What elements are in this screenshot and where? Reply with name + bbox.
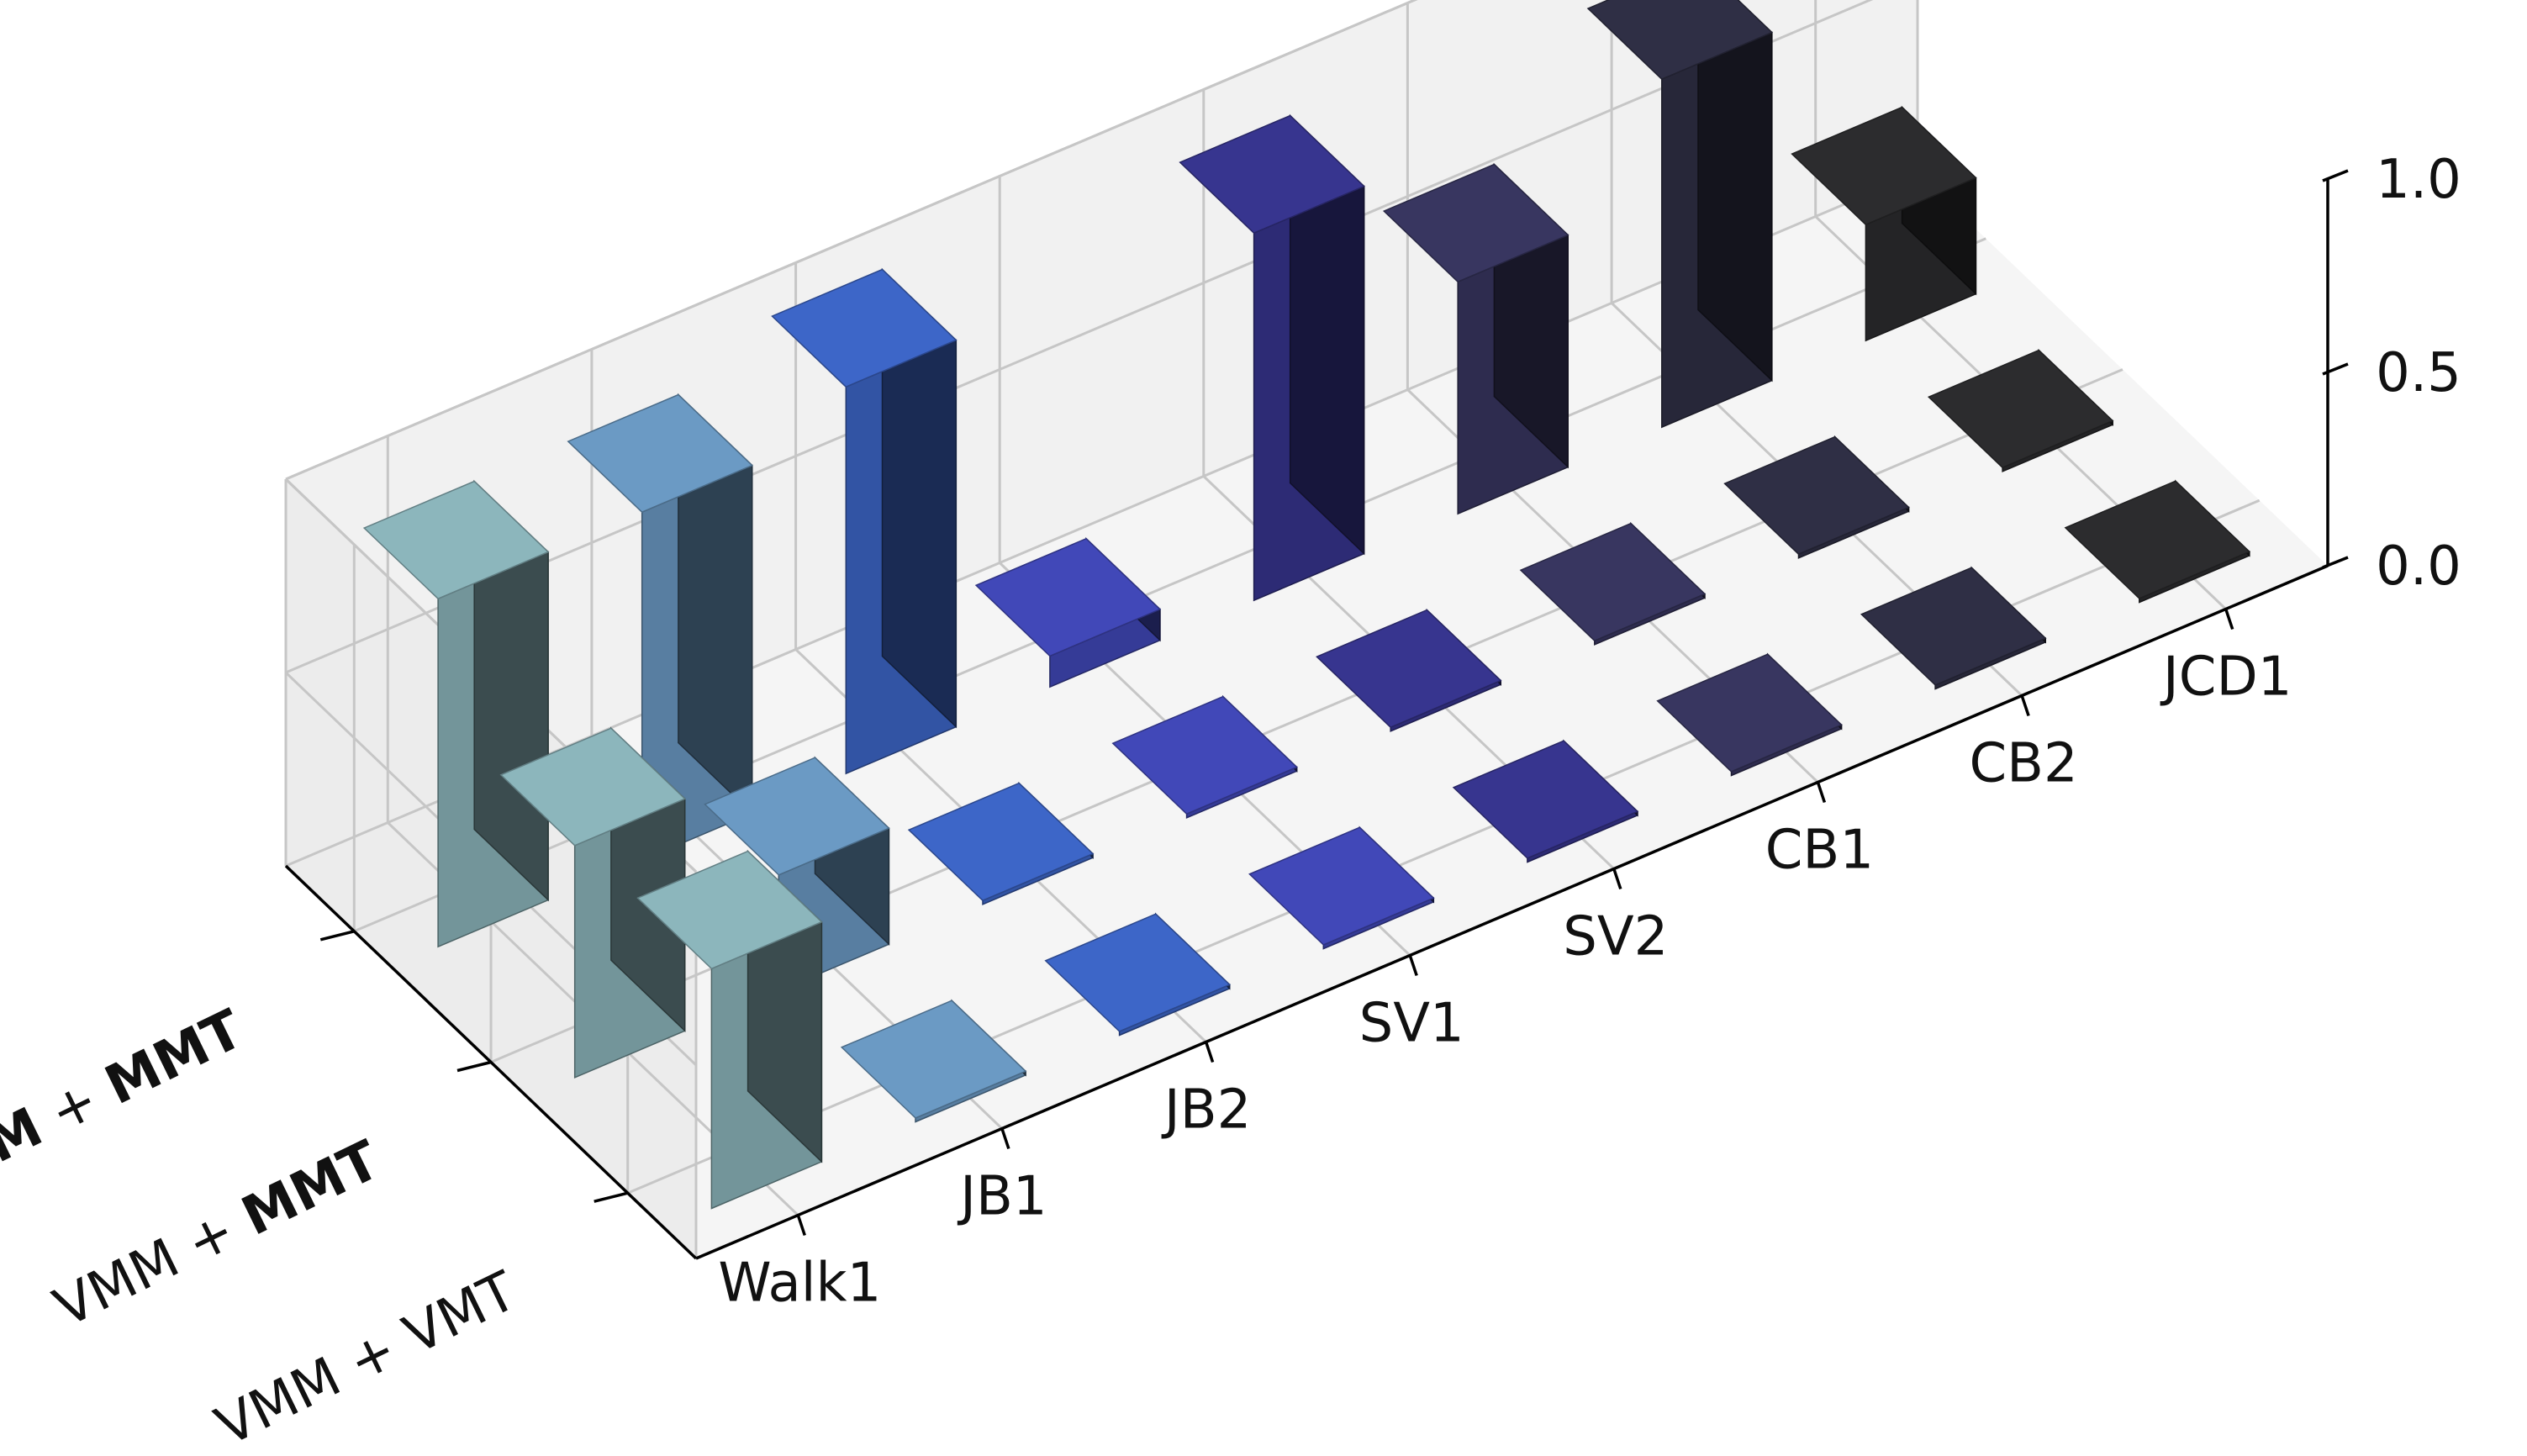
bar [1586, 0, 1774, 429]
x-tick [2020, 694, 2030, 717]
bar-top-face [1927, 349, 2114, 469]
bar-top-face [1382, 163, 1569, 283]
bar-top-face [907, 782, 1095, 902]
bar [1723, 435, 1910, 559]
y-tick-label-part: VMM + [45, 1192, 260, 1339]
x-tick [1204, 1041, 1215, 1063]
y-tick-label-part: MMT [233, 1129, 389, 1248]
bar-top-face [1248, 826, 1435, 946]
bar-side-face [1697, 0, 1773, 382]
x-tick [1612, 868, 1622, 890]
y-tick-label-part: MMT [96, 999, 252, 1118]
bar-top-face [771, 268, 958, 388]
x-tick-label: JCD1 [2160, 646, 2292, 709]
bar [1860, 566, 2047, 690]
z-tick [2322, 362, 2349, 376]
bar [907, 781, 1095, 905]
bar-top-face [1791, 106, 1977, 226]
x-tick-label: CB1 [1765, 820, 1874, 882]
z-tick [2322, 169, 2349, 182]
bar-top-face [1656, 653, 1843, 773]
bar-top-face [2064, 480, 2251, 599]
bar-top-face [499, 727, 687, 847]
bar [1044, 912, 1232, 1037]
bar-top-face [567, 393, 754, 514]
axis-lines [284, 169, 2349, 1260]
bar [771, 267, 958, 775]
bar [362, 479, 550, 948]
bar-top-face [1316, 609, 1502, 729]
x-tick-label: CB2 [1969, 733, 2077, 795]
bar-top-face [1044, 913, 1232, 1032]
x-tick-label: SV1 [1359, 993, 1464, 1055]
x-tick-label: Walk1 [718, 1253, 881, 1315]
x-tick [796, 1214, 806, 1237]
x-tick [1000, 1127, 1010, 1150]
x-tick [1408, 954, 1418, 977]
bar [1927, 348, 2114, 472]
bar [1452, 739, 1639, 863]
bar-top-face [840, 1000, 1027, 1119]
bar-top-face [362, 480, 550, 600]
y-tick [319, 930, 355, 942]
bar-top-face [1111, 695, 1298, 815]
back-gridline-z [285, 0, 1874, 674]
pane-edge [285, 0, 1418, 481]
z-tick-label: 0.0 [2376, 535, 2461, 598]
bar [1382, 162, 1569, 515]
bar-top-face [1452, 740, 1639, 859]
x-tick [1816, 781, 1827, 804]
bars-layer [362, 0, 2251, 1210]
bar [1248, 826, 1435, 950]
z-tick [2322, 556, 2349, 569]
z-tick-label: 1.0 [2376, 149, 2461, 211]
bar [2064, 479, 2251, 604]
y-tick-label-part: VMM + VMT [207, 1260, 527, 1456]
y-tick-label: VMM + VMT [207, 1260, 527, 1456]
bar-top-face [1519, 522, 1707, 642]
bar [1656, 652, 1843, 777]
bar-top-face [1179, 114, 1365, 235]
y-tick-label: MMM + MMT [0, 999, 253, 1223]
y-tick-label: VMM + MMT [45, 1129, 389, 1340]
bar [1791, 105, 1977, 342]
bar [636, 849, 823, 1210]
bar [840, 999, 1027, 1123]
bar [974, 536, 1162, 688]
x-tick-label: JB1 [957, 1166, 1047, 1228]
bar-top-face [704, 757, 890, 876]
bar-top-face [1586, 0, 1774, 81]
x-tick-label: SV2 [1563, 906, 1668, 968]
bar [499, 726, 687, 1079]
bar-top-face [974, 537, 1162, 657]
bar [1519, 521, 1707, 646]
bar-top-face [636, 850, 823, 970]
bar [1111, 694, 1298, 819]
y-tick [456, 1060, 492, 1073]
bar-top-face [1723, 435, 1910, 556]
x-tick-label: JB2 [1161, 1079, 1252, 1142]
x-axis-line [695, 564, 2329, 1260]
bar [1316, 608, 1502, 732]
z-tick-label: 0.5 [2376, 342, 2461, 404]
bar [1179, 113, 1365, 602]
bar-top-face [1860, 567, 2047, 686]
bar [567, 393, 754, 862]
x-tick [2224, 608, 2234, 630]
y-tick [594, 1191, 629, 1203]
